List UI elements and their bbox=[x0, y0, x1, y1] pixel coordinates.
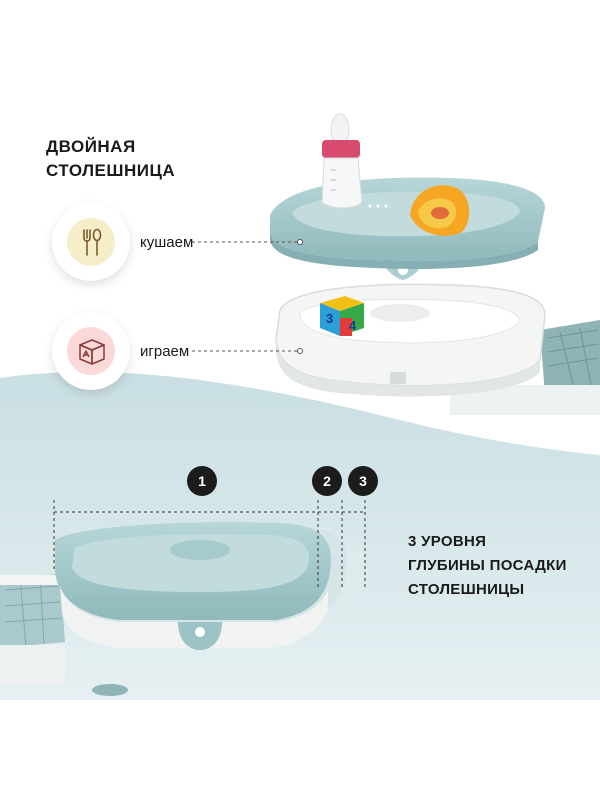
level-badge-2: 2 bbox=[312, 466, 342, 496]
level-badge-1: 1 bbox=[187, 466, 217, 496]
levels-caption: 3 УРОВНЯ ГЛУБИНЫ ПОСАДКИ СТОЛЕШНИЦЫ bbox=[408, 530, 567, 602]
depth-dimension-lines bbox=[53, 500, 366, 590]
toy-cube-illustration: 3 4 bbox=[320, 296, 364, 336]
upper-blue-tray bbox=[270, 177, 545, 269]
feature-eat-badge bbox=[52, 203, 130, 281]
level-badge-3: 3 bbox=[348, 466, 378, 496]
feature-play-label: играем bbox=[140, 342, 190, 360]
lower-white-tray bbox=[275, 283, 546, 397]
section-title: ДВОЙНАЯ СТОЛЕШНИЦА bbox=[46, 135, 175, 183]
svg-text:3: 3 bbox=[326, 311, 333, 326]
baby-bottle-illustration bbox=[321, 113, 363, 209]
chair-seat-right bbox=[540, 320, 600, 395]
levels-caption-line1: 3 УРОВНЯ bbox=[408, 533, 487, 550]
levels-caption-line2: ГЛУБИНЫ ПОСАДКИ bbox=[408, 557, 567, 574]
toy-cube-icon bbox=[67, 327, 115, 375]
feature-play-badge bbox=[52, 312, 130, 390]
levels-caption-line3: СТОЛЕШНИЦЫ bbox=[408, 581, 525, 598]
feature-eat: кушаем bbox=[52, 203, 193, 281]
feature-eat-label: кушаем bbox=[140, 233, 194, 251]
peach-illustration bbox=[410, 185, 470, 236]
svg-text:4: 4 bbox=[349, 318, 357, 333]
chair-left-side bbox=[0, 574, 65, 648]
section-title-line2: СТОЛЕШНИЦА bbox=[46, 161, 176, 180]
fork-spoon-icon bbox=[67, 218, 115, 266]
feature-play: играем bbox=[52, 312, 189, 390]
section-title-line1: ДВОЙНАЯ bbox=[46, 137, 136, 156]
tray-level-1 bbox=[55, 522, 332, 650]
